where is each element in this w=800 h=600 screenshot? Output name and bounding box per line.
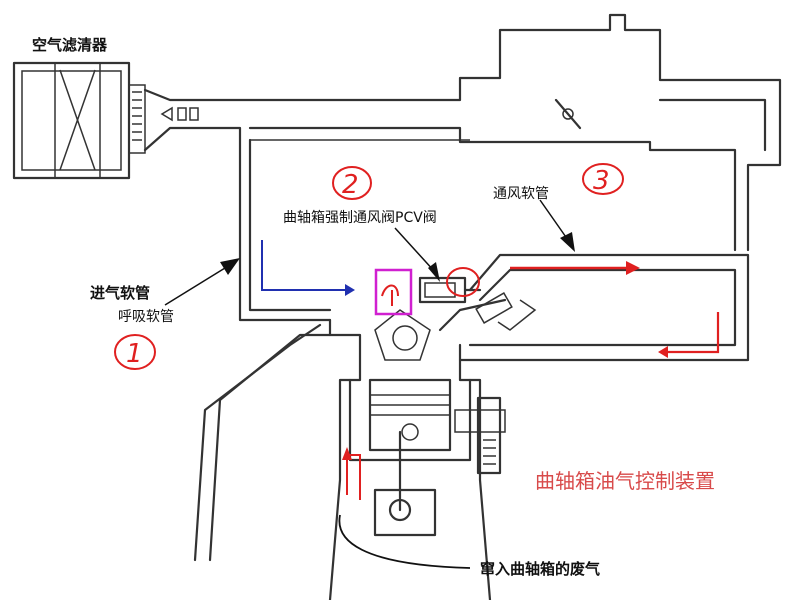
annotation-1: 1 — [114, 334, 156, 370]
air-filter-label: 空气滤清器 — [32, 36, 108, 54]
diagram-caption: 曲轴箱油气控制装置 — [535, 469, 715, 493]
pcv-highlight-box — [374, 268, 413, 316]
pcv-valve — [418, 276, 482, 304]
annotation-3: 3 — [582, 163, 624, 196]
annotation-2: 2 — [332, 166, 372, 200]
blowby-label: 窜入曲轴箱的废气 — [480, 560, 600, 578]
pcv-red-circle — [446, 267, 480, 297]
engine-block — [193, 292, 537, 600]
vent-hose — [458, 253, 750, 362]
annotation-2-text: 2 — [342, 170, 359, 200]
intake-hose-label: 进气软管 — [90, 284, 150, 302]
flow-arrows — [261, 240, 720, 569]
pcv-valve-label: 曲轴箱强制通风阀PCV阀 — [283, 210, 437, 226]
leader-arrows — [164, 199, 575, 306]
annotation-3-text: 3 — [593, 166, 610, 196]
vent-hose-label: 通风软管 — [493, 186, 549, 202]
annotation-1-text: 1 — [126, 339, 143, 369]
breather-hose-label: 呼吸软管 — [118, 309, 174, 325]
air-filter-housing — [12, 61, 146, 180]
intake-duct — [143, 13, 782, 322]
